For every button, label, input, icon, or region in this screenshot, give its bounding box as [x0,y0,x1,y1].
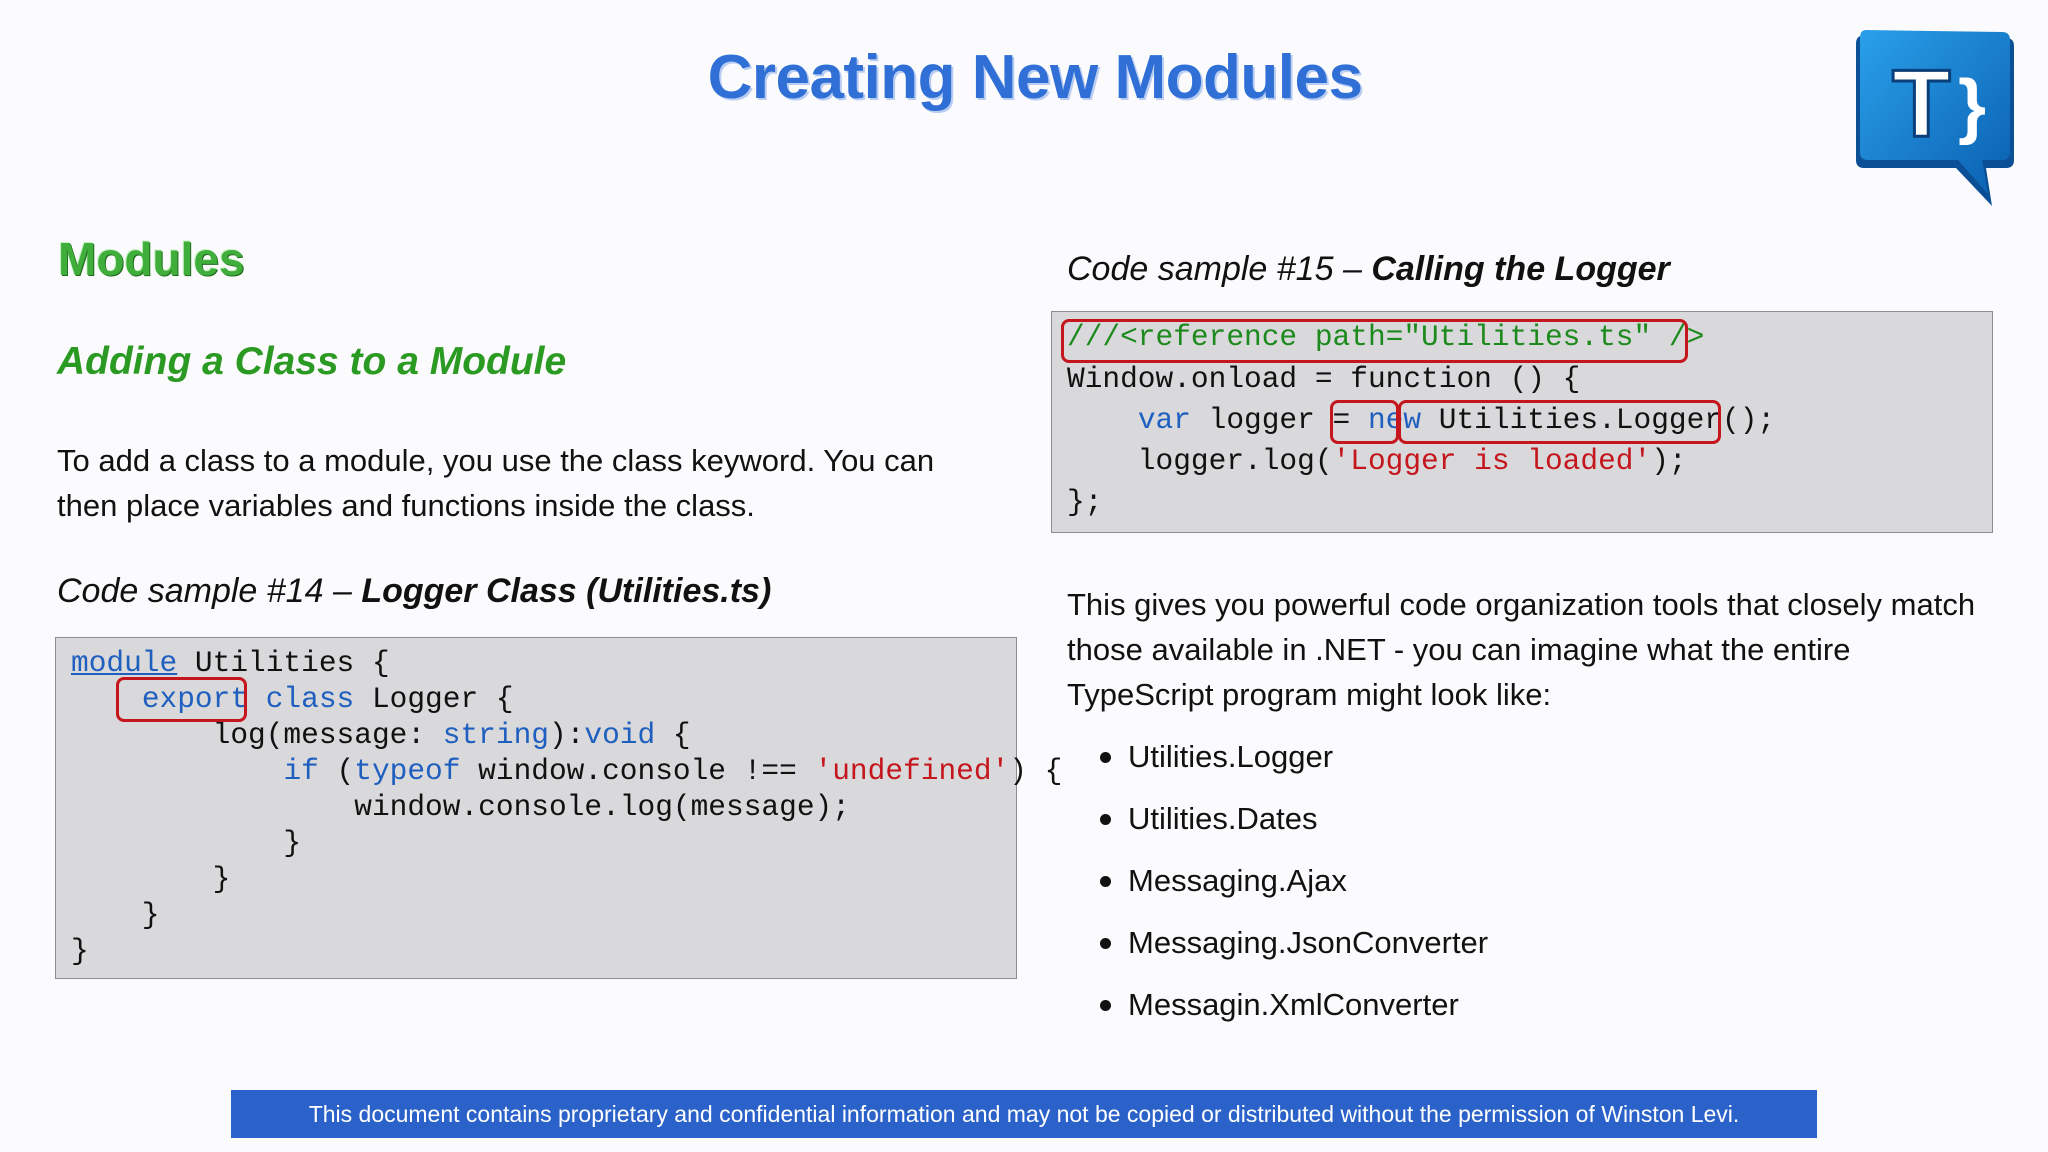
typescript-logo-icon: T } [1856,30,2014,206]
new-highlight-box [1330,400,1399,444]
code-line: } [71,898,160,932]
code-line: log(message: string):void { [71,718,691,752]
list-item: Messaging.JsonConverter [1100,914,1488,976]
reference-highlight-box [1061,319,1688,363]
bullet-icon [1100,1000,1111,1011]
code-line: logger.log('Logger is loaded'); [1067,444,1687,478]
bullet-icon [1100,938,1111,949]
list-item: Utilities.Dates [1100,790,1488,852]
code-line: module Utilities { [71,646,390,680]
list-item: Utilities.Logger [1100,728,1488,790]
module-list: Utilities.Logger Utilities.Dates Messagi… [1100,728,1488,1038]
sub-heading: Adding a Class to a Module [57,340,567,383]
utilities-logger-highlight-box [1398,400,1721,444]
bullet-icon [1100,752,1111,763]
code-line: window.console.log(message); [71,790,850,824]
code-line: } [71,862,231,896]
svg-text:}: } [1958,66,1986,146]
section-heading: Modules [58,233,245,285]
code-line: } [71,934,89,968]
code-sample-15: ///<reference path="Utilities.ts" /> Win… [1051,311,1993,533]
code-sample-14-caption: Code sample #14 – Logger Class (Utilitie… [57,572,772,610]
body-paragraph: This gives you powerful code organizatio… [1067,587,1976,712]
code-line: } [71,826,302,860]
bullet-icon [1100,814,1111,825]
intro-paragraph: To add a class to a module, you use the … [57,443,935,523]
code-sample-15-caption: Code sample #15 – Calling the Logger [1067,250,1670,288]
confidentiality-footer: This document contains proprietary and c… [231,1090,1817,1138]
bullet-icon [1100,876,1111,887]
code-line: ///<reference path="Utilities.ts" /> [1067,320,1705,354]
svg-text:T: T [1892,50,1951,157]
list-item: Messaging.Ajax [1100,852,1488,914]
code-line: if (typeof window.console !== 'undefined… [283,754,1063,788]
export-highlight-box [116,677,247,722]
code-line: Window.onload = function () { [1067,362,1581,396]
code-line: }; [1067,485,1103,519]
slide-title: Creating New Modules [707,43,1363,112]
list-item: Messagin.XmlConverter [1100,976,1488,1038]
code-sample-14: module Utilities { export class Logger {… [55,637,1062,979]
code-line: export class Logger { [141,682,514,716]
